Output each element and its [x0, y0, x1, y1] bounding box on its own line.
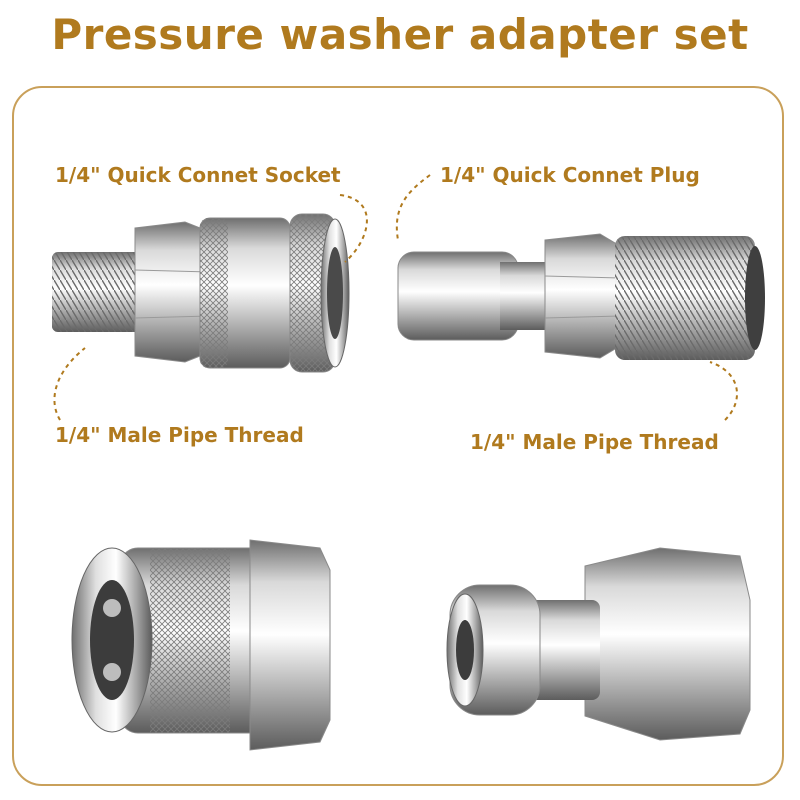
arrow-male-thread-right-icon [709, 361, 738, 421]
label-socket: 1/4" Quick Connet Socket [55, 163, 341, 187]
page-title: Pressure washer adapter set [51, 10, 749, 59]
arrow-socket-icon [339, 194, 368, 263]
quick-connect-plug-female-thread [446, 547, 751, 741]
quick-connect-socket-male-thread [52, 213, 350, 373]
arrow-male-thread-left-icon [53, 347, 86, 421]
label-plug: 1/4" Quick Connet Plug [440, 163, 700, 187]
arrow-plug-icon [395, 174, 431, 241]
quick-connect-plug-male-thread [397, 233, 765, 360]
label-male-thread-right: 1/4" Male Pipe Thread [470, 430, 719, 454]
quick-connect-socket-female-thread [71, 539, 331, 751]
label-male-thread-left: 1/4" Male Pipe Thread [55, 423, 304, 447]
content-frame [12, 86, 784, 786]
